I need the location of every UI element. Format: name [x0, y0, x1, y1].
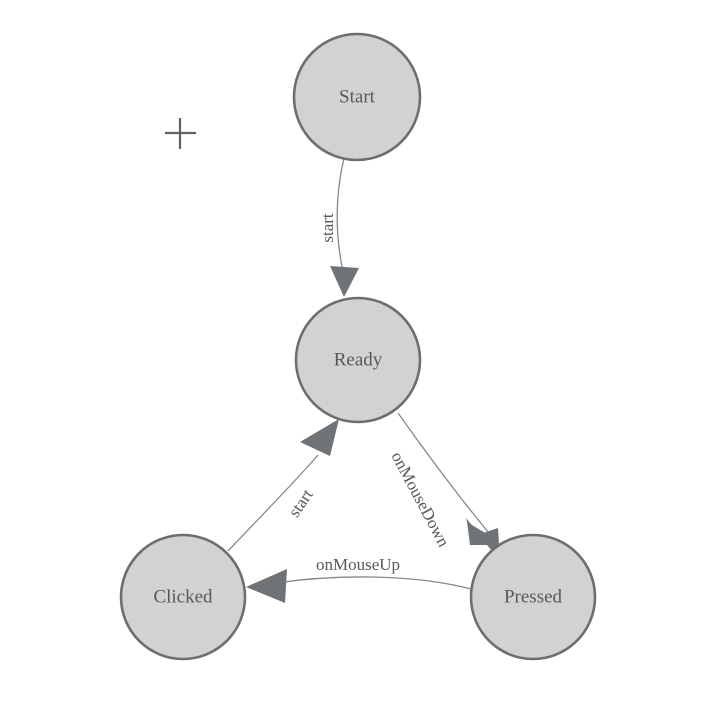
node-pressed[interactable]: Pressed: [469, 533, 597, 661]
node-label-start: Start: [339, 86, 376, 107]
edge-path-start-to-ready: [336, 157, 345, 273]
edge-path-clicked-to-ready: [227, 454, 319, 552]
node-ready[interactable]: Ready: [294, 296, 422, 424]
node-start[interactable]: Start: [292, 32, 422, 162]
node-circle-pressed: [469, 533, 597, 661]
edge-clicked-to-ready[interactable]: [227, 419, 339, 552]
edge-path-pressed-to-clicked: [275, 576, 472, 590]
edge-label-start-to-ready: start: [318, 213, 337, 243]
edge-label-pressed-to-clicked: onMouseUp: [316, 555, 400, 574]
node-circle-ready: [294, 296, 422, 424]
node-label-ready: Ready: [334, 349, 383, 370]
arrow-head-start-to-ready: [330, 266, 359, 297]
plus-marker-icon[interactable]: [165, 118, 196, 149]
arrow-head-clicked-to-ready: [300, 419, 339, 456]
arrow-head-pressed-to-clicked: [246, 569, 287, 603]
node-label-pressed: Pressed: [504, 586, 563, 607]
edge-start-to-ready[interactable]: [330, 157, 359, 297]
node-circle-clicked: [119, 533, 247, 661]
edge-path-ready-to-pressed: [397, 412, 494, 539]
edge-pressed-to-clicked[interactable]: [246, 569, 472, 603]
node-circle-start: [292, 32, 422, 162]
node-label-clicked: Clicked: [153, 586, 213, 607]
node-clicked[interactable]: Clicked: [119, 533, 247, 661]
edge-label-ready-to-pressed: onMouseDown: [387, 449, 453, 551]
edge-label-clicked-to-ready: start: [285, 485, 317, 520]
